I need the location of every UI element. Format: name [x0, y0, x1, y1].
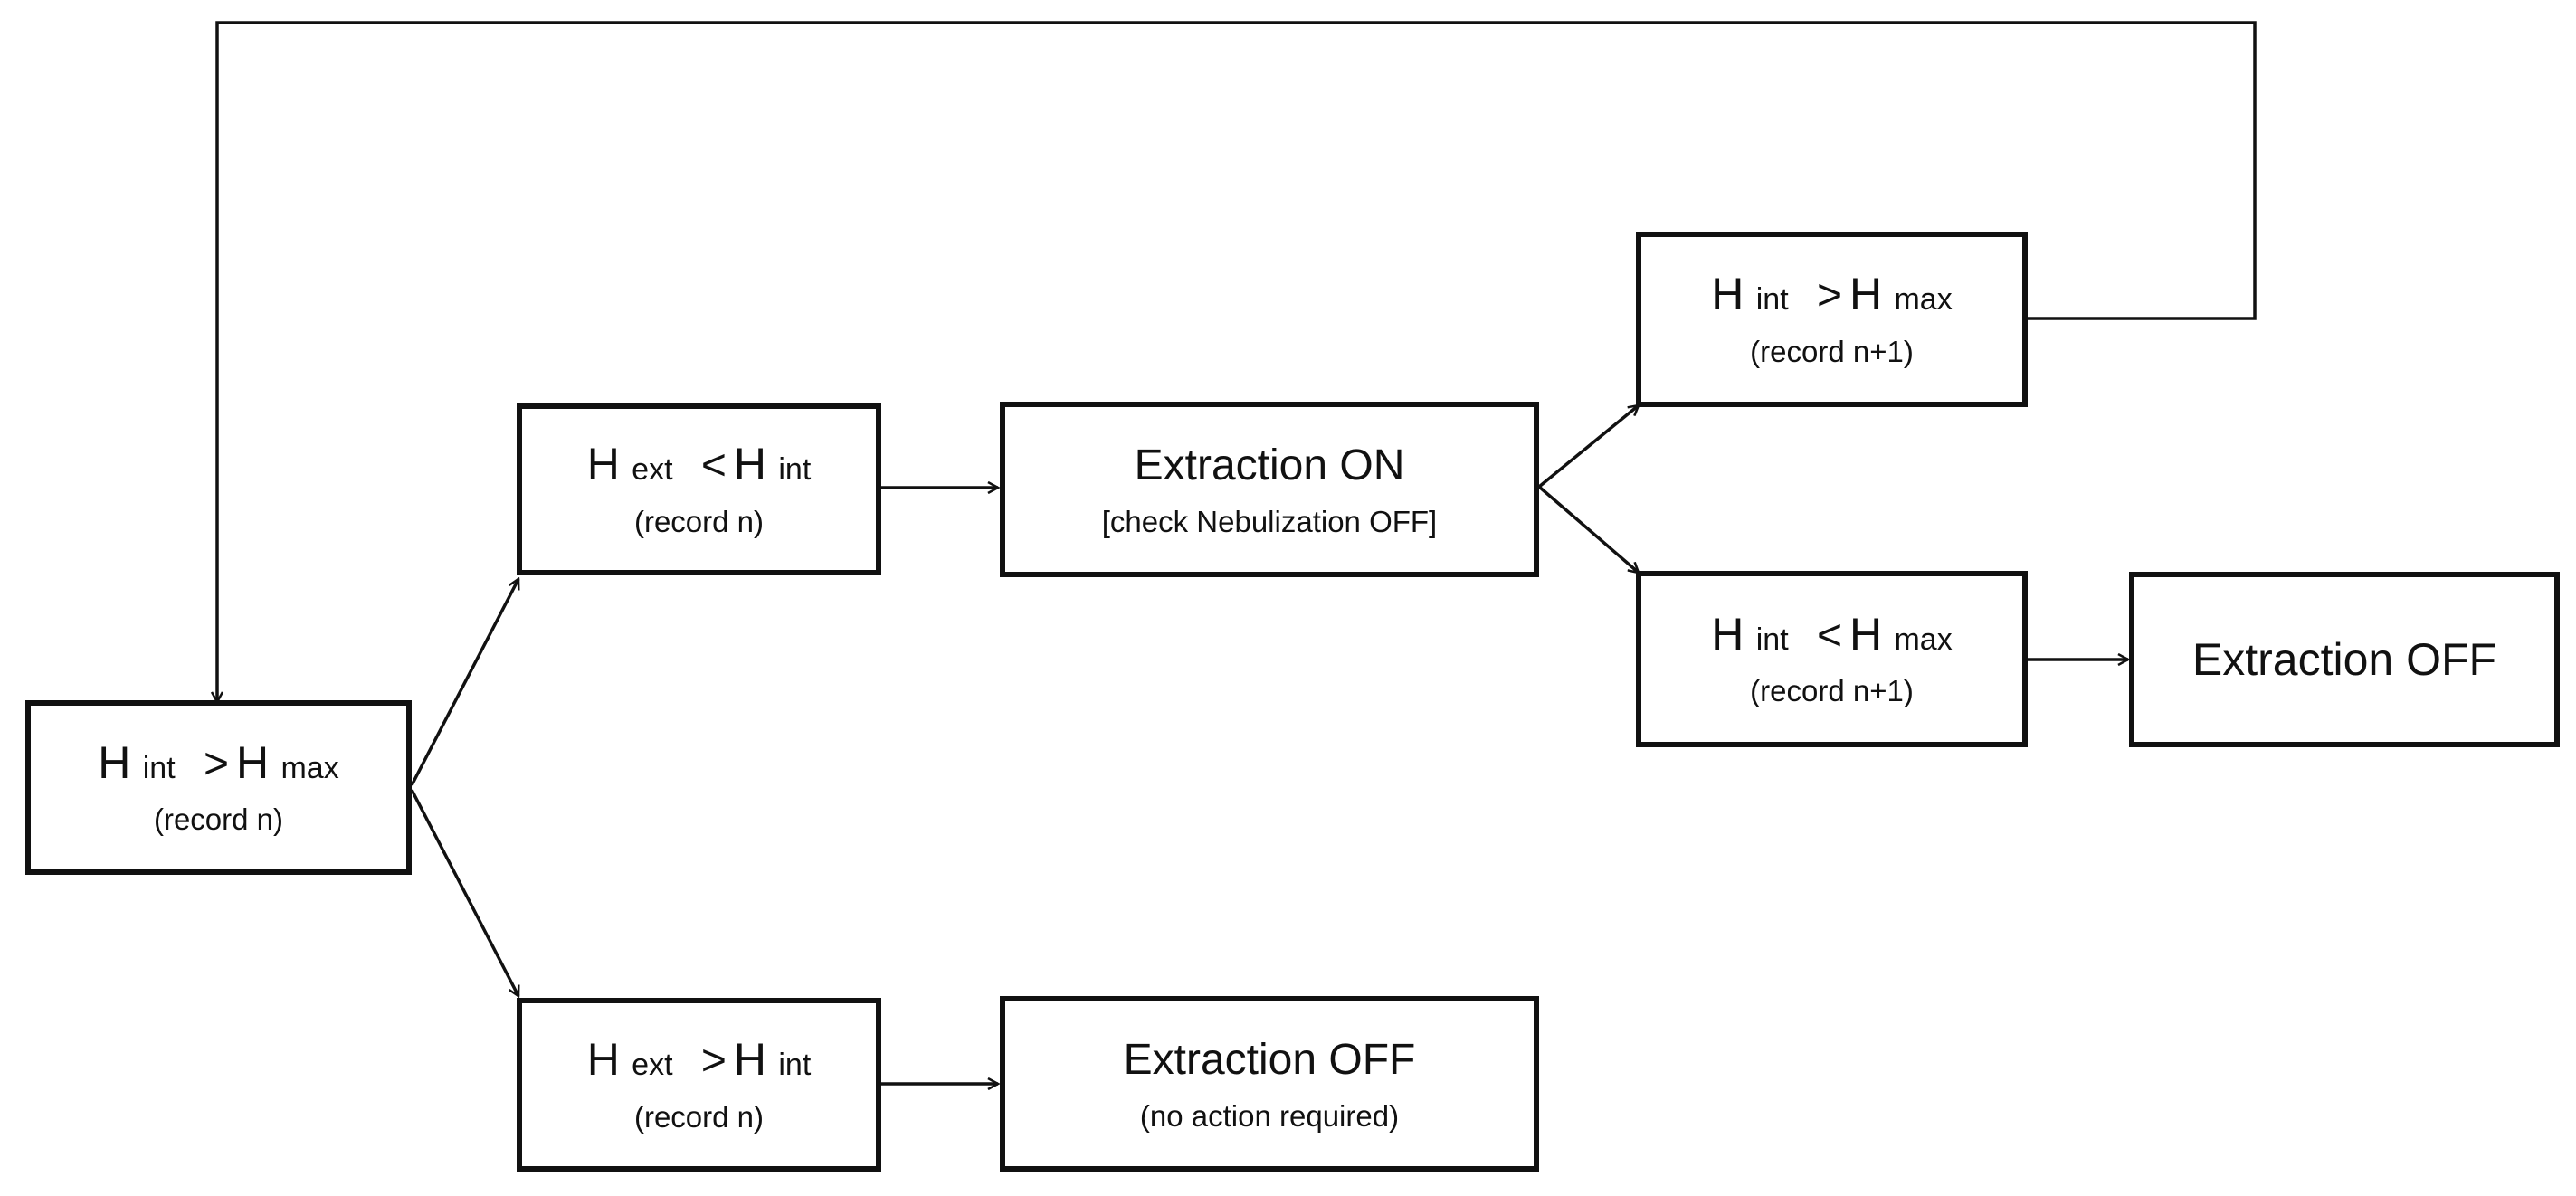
variable-a: H	[586, 1034, 620, 1086]
variable-b: H	[1849, 269, 1883, 320]
subscript-b: max	[1894, 282, 1953, 318]
subscript-a: int	[1755, 622, 1789, 657]
operator: >	[204, 739, 230, 788]
action-note: [check Nebulization OFF]	[1101, 504, 1438, 538]
record-note: (record n)	[633, 504, 765, 538]
subscript-b: int	[778, 1048, 812, 1083]
condition-text: H int >H max	[98, 736, 339, 789]
record-note: (record n)	[633, 1099, 765, 1134]
operator: <	[700, 441, 727, 490]
variable-b: H	[236, 736, 270, 788]
operator: >	[1817, 271, 1843, 320]
arrow-on-to-next-less	[1537, 485, 1639, 573]
feedback-loop-arrow	[217, 21, 2257, 702]
action-title: Extraction OFF	[1123, 1035, 1416, 1084]
variable-a: H	[1711, 269, 1744, 320]
record-note: (record n+1)	[1750, 334, 1914, 368]
action-title: Extraction ON	[1134, 441, 1405, 489]
node-extraction-off-right: Extraction OFF	[2129, 572, 2560, 747]
operator: <	[1817, 611, 1843, 660]
subscript-a: int	[142, 750, 176, 785]
subscript-a: ext	[632, 452, 673, 488]
arrow-start-to-upper	[410, 579, 520, 786]
variable-b: H	[1849, 608, 1883, 660]
condition-text: H int >H max	[1711, 270, 1952, 320]
arrow-start-to-lower	[410, 789, 520, 996]
node-next-greater-condition: H int >H max (record n+1)	[1636, 232, 2028, 407]
condition-text: H ext <H int	[587, 440, 812, 490]
variable-a: H	[1711, 608, 1744, 660]
action-note: (no action required)	[1139, 1098, 1400, 1133]
subscript-b: max	[280, 750, 339, 785]
subscript-a: ext	[632, 1048, 673, 1083]
record-note: (record n+1)	[1750, 674, 1914, 708]
subscript-a: int	[1755, 282, 1789, 318]
node-next-less-condition: H int <H max (record n+1)	[1636, 571, 2028, 747]
node-extraction-on: Extraction ON [check Nebulization OFF]	[1000, 402, 1539, 577]
operator: >	[700, 1037, 727, 1086]
subscript-b: int	[778, 452, 812, 488]
node-lower-condition: H ext >H int (record n)	[517, 998, 881, 1172]
arrow-on-to-next-greater	[1537, 405, 1639, 489]
record-note: (record n)	[153, 802, 284, 837]
subscript-b: max	[1894, 622, 1953, 657]
node-start-condition: H int >H max (record n)	[25, 700, 412, 875]
node-upper-condition: H ext <H int (record n)	[517, 403, 881, 575]
condition-text: H ext >H int	[587, 1035, 812, 1086]
action-title: Extraction OFF	[2191, 634, 2497, 685]
node-extraction-off-lower: Extraction OFF (no action required)	[1000, 996, 1539, 1172]
variable-b: H	[733, 1034, 767, 1086]
variable-a: H	[586, 439, 620, 490]
condition-text: H int <H max	[1711, 608, 1953, 660]
variable-b: H	[733, 439, 767, 490]
variable-a: H	[98, 736, 131, 788]
